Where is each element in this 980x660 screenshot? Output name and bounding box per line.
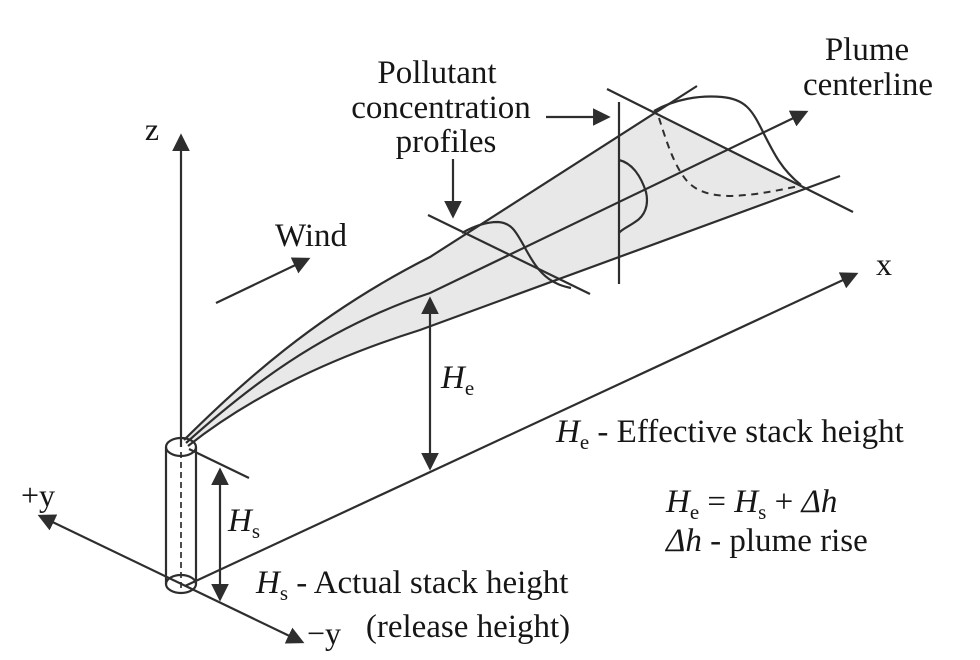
he-subscript: e (465, 376, 474, 400)
profiles-label-line2: concentration (351, 90, 531, 126)
rise-delta-h: Δh (664, 523, 702, 559)
hs-definition: Hs - Actual stack height (255, 565, 568, 605)
section1-gaussian-curve (461, 220, 572, 290)
hs-symbol: H (227, 503, 254, 539)
hs-def-text: - Actual stack height (288, 565, 568, 601)
eq-h2: H (733, 484, 760, 520)
section2-section-line (606, 88, 854, 213)
rise-text: - plume rise (702, 523, 868, 559)
diagram-text: z x +y −y Wind Pollutant concentration p… (21, 32, 933, 651)
hs-definition-line2: (release height) (366, 609, 570, 645)
centerline-label-line1: Plume (825, 32, 909, 68)
plume-rise-note: Δh - plume rise (664, 523, 868, 559)
hs-dimension-label: Hs (227, 503, 260, 543)
eq-plus: + (766, 484, 801, 520)
plume-shaded-region (184, 113, 802, 446)
plume-top-boundary (183, 85, 698, 441)
eq-equals: = (699, 484, 734, 520)
plume-bottom-boundary (187, 174, 841, 447)
section2-y-gaussian-solid (653, 95, 802, 186)
plus-y-axis-label: +y (21, 477, 55, 513)
centerline-label-line2: centerline (803, 67, 933, 103)
y-axis-line (37, 514, 305, 644)
profiles-label-line3: profiles (396, 124, 497, 160)
minus-y-axis-label: −y (307, 615, 341, 651)
hs-reference-tick (188, 448, 250, 479)
section2-z-gaussian-curve (618, 158, 649, 234)
section2-y-gaussian-hidden (658, 117, 800, 198)
x-axis-label: x (876, 246, 892, 282)
he-def-text: - Effective stack height (589, 414, 904, 450)
diagram-linework (37, 85, 859, 644)
he-def-subscript: e (580, 430, 589, 454)
wind-arrow (215, 257, 311, 304)
he-symbol: H (440, 360, 467, 396)
hs-subscript: s (252, 519, 260, 543)
he-def-symbol: H (555, 414, 582, 450)
he-dimension-label: He (440, 360, 474, 400)
he-equation: He = Hs + Δh (665, 484, 837, 524)
profiles-label-line1: Pollutant (377, 55, 496, 91)
x-axis-line (184, 272, 859, 587)
eq-s2: s (758, 500, 766, 524)
z-axis-label: z (145, 111, 159, 147)
wind-label: Wind (275, 218, 347, 254)
section1-line (427, 214, 591, 295)
eq-h1: H (665, 484, 692, 520)
eq-s1: e (690, 500, 699, 524)
hs-def-symbol: H (255, 565, 282, 601)
he-definition: He - Effective stack height (555, 414, 904, 454)
hs-def-subscript: s (280, 581, 288, 605)
eq-delta-h: Δh (799, 484, 837, 520)
plume-centerline-arrow (185, 110, 809, 444)
